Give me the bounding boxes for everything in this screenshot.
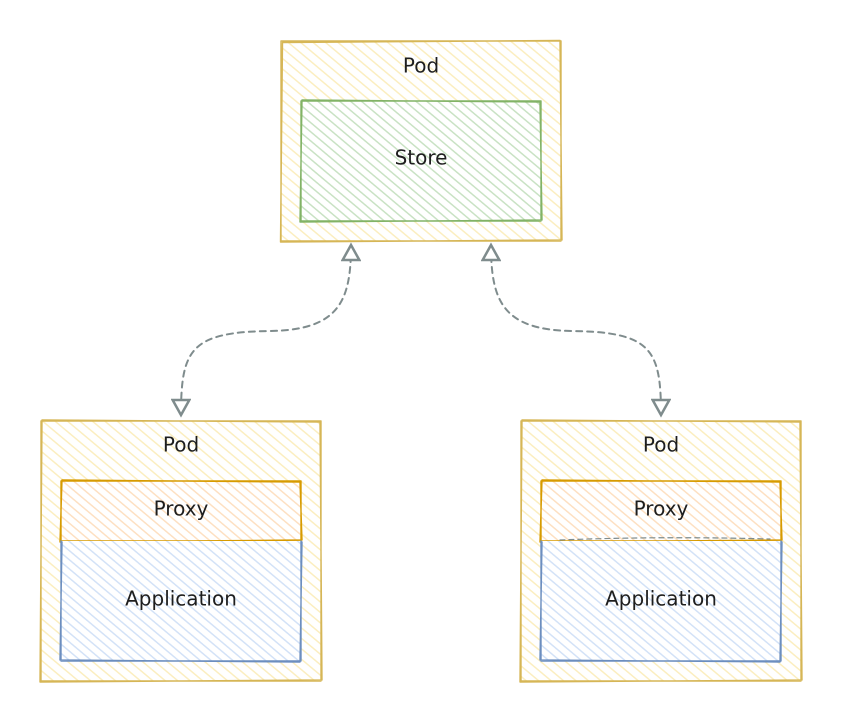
left-pod-border <box>39 419 323 683</box>
right-application-box: Application <box>539 537 783 663</box>
store-box-border <box>299 99 543 223</box>
right-pod-label: Pod <box>643 433 679 457</box>
right-application-border <box>539 540 783 663</box>
right-pod: Pod Proxy Application <box>519 419 803 683</box>
left-pod-label: Pod <box>163 433 199 457</box>
store-box: Store <box>299 99 543 223</box>
right-proxy-box: Proxy <box>539 479 783 543</box>
left-connector-arrow <box>181 245 351 415</box>
left-application-label: Application <box>125 587 237 611</box>
right-proxy-label: Proxy <box>634 497 689 521</box>
right-application-top-dashed <box>559 537 771 541</box>
right-connector-arrow <box>491 245 661 415</box>
left-pod: Pod Proxy Application <box>39 419 323 683</box>
left-application-box: Application <box>59 540 303 663</box>
store-label: Store <box>395 146 448 170</box>
top-pod-border <box>279 39 563 243</box>
left-proxy-label: Proxy <box>154 497 209 521</box>
left-proxy-box: Proxy <box>59 479 303 543</box>
right-application-label: Application <box>605 587 717 611</box>
right-pod-border <box>519 419 803 683</box>
top-pod-label: Pod <box>403 54 439 78</box>
top-pod: Pod Store <box>279 39 563 243</box>
left-application-border <box>59 540 303 663</box>
